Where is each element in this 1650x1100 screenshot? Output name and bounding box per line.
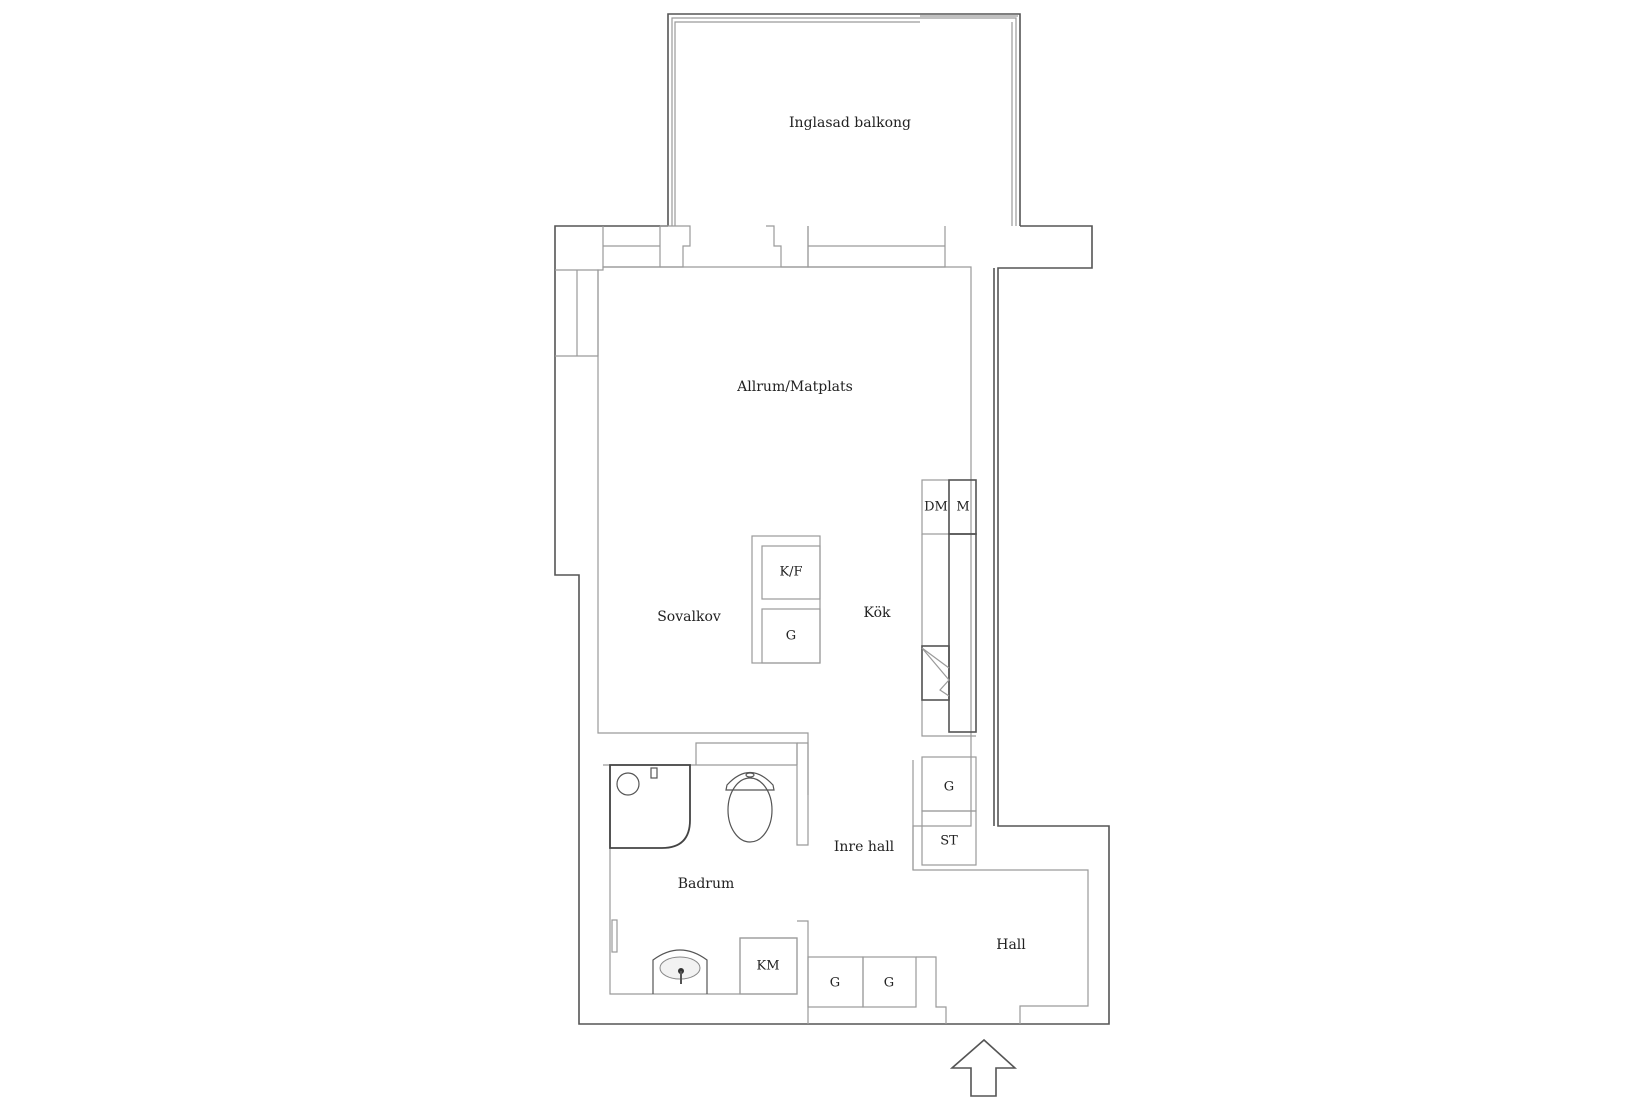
room-label-alcove: Sovalkov [657,609,721,625]
room-label-kitchen: Kök [863,605,891,621]
outer-walls [554,225,1110,1025]
fixture-wardrobe-bottom-2: G [883,975,895,991]
island [751,535,821,664]
room-label-bathroom: Badrum [677,876,735,892]
room-label-living: Allrum/Matplats [737,379,853,395]
fixture-wardrobe-bottom-1: G [829,975,841,991]
fixture-wardrobe-hall: G [943,779,955,795]
fixture-storage: ST [940,833,958,849]
fixture-wardrobe-island: G [785,628,797,644]
window-reveals [555,225,946,357]
fixture-microwave: M [956,499,970,515]
fixture-dishwasher: DM [924,499,948,515]
hall-wardrobes [807,956,947,1024]
room-label-inner-hall: Inre hall [833,839,895,855]
balcony-frame [667,13,1021,226]
room-label-hall: Hall [996,937,1026,953]
fixture-fridge-freezer: K/F [779,564,803,580]
kitchen-counter [921,479,977,866]
fixture-washing-machine: KM [756,958,780,974]
entrance-arrow [949,1038,1018,1097]
room-label-balcony: Inglasad balkong [789,115,911,131]
